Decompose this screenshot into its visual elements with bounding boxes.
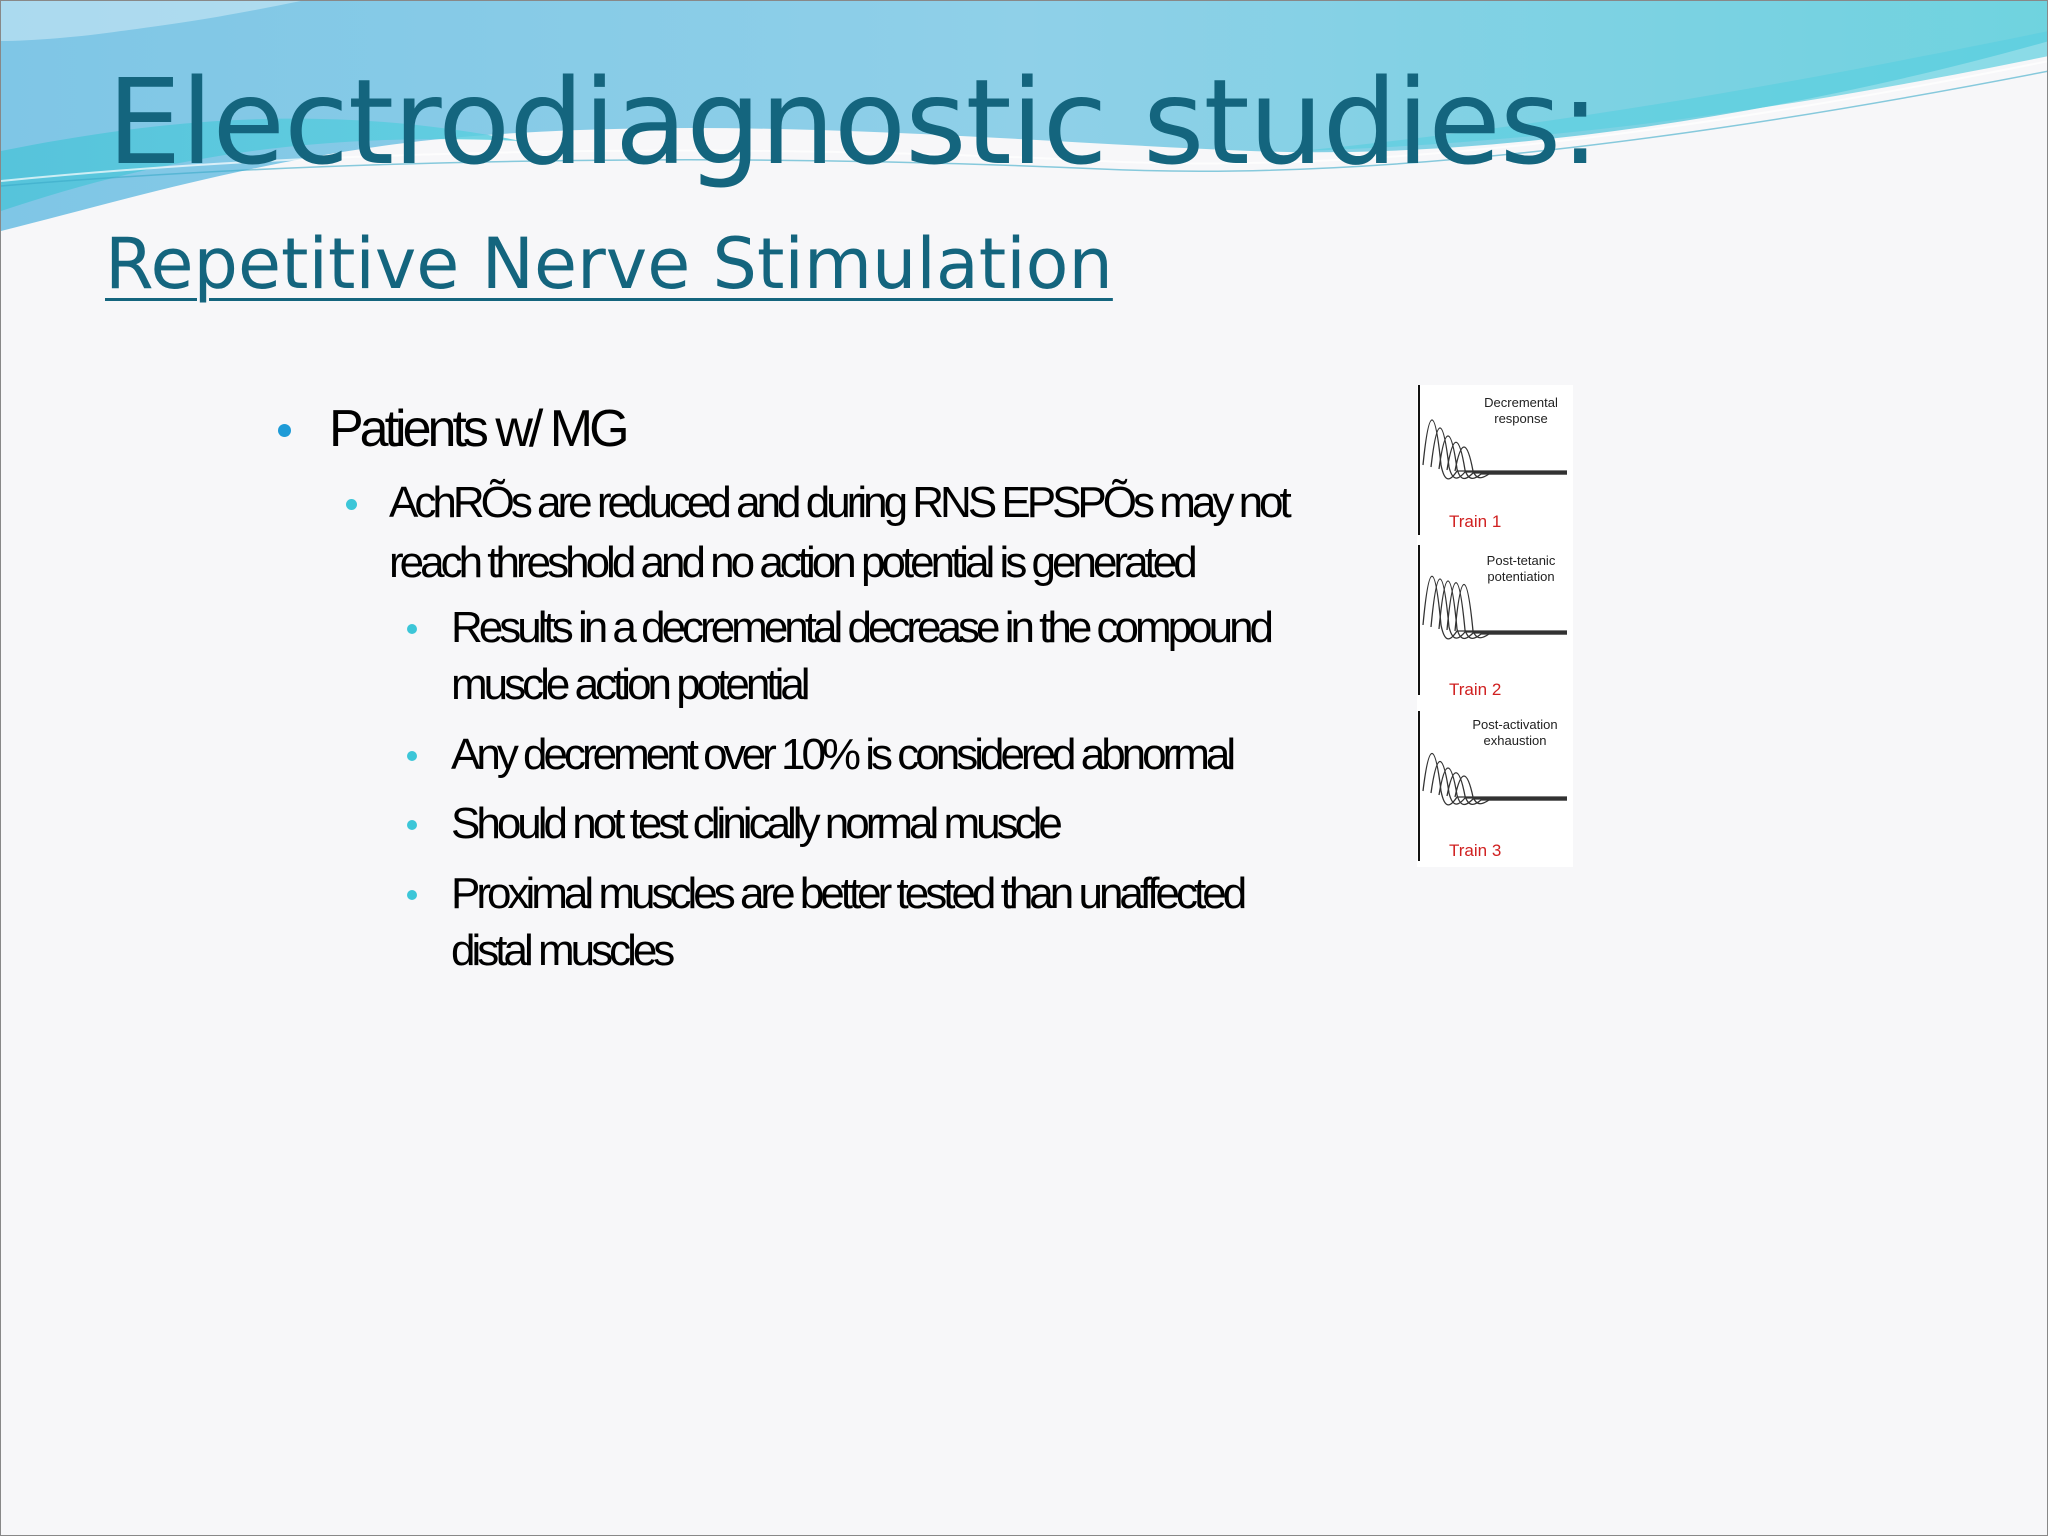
panel2-caption-line2: potentiation	[1487, 569, 1554, 584]
slide-subtitle: Repetitive Nerve Stimulation	[105, 223, 1113, 305]
bullet-dot-icon	[407, 751, 417, 761]
panel1-caption-line1: Decremental	[1484, 395, 1558, 410]
panel1-caption-line2: response	[1494, 411, 1547, 426]
bullet-proximal-line1: Proximal muscles are better tested than …	[451, 869, 1247, 918]
panel3-caption-line1: Post-activation	[1472, 717, 1557, 732]
slide-title: Electrodiagnostic studies:	[107, 53, 1600, 191]
bullet-proximal-line2: distal muscles	[451, 926, 675, 975]
bullet-dot-icon	[407, 624, 417, 634]
rns-trains-figure: Decremental response Train 1 Post-tetani…	[1417, 385, 1573, 867]
bullet-dot-icon	[278, 424, 291, 437]
bullet-decremental-line2: muscle action potential	[451, 660, 811, 709]
train-panel-1: Decremental response Train 1	[1418, 385, 1567, 535]
bullet-dot-icon	[346, 499, 357, 510]
train-panel-3: Post-activation exhaustion Train 3	[1418, 711, 1567, 861]
train-panel-2: Post-tetanic potentiation Train 2	[1418, 545, 1567, 699]
panel2-caption-line1: Post-tetanic	[1487, 553, 1556, 568]
bullet-dot-icon	[407, 890, 417, 900]
panel2-train-label: Train 2	[1449, 680, 1501, 699]
bullet-dot-icon	[407, 820, 417, 830]
bullet-decrement-10: Any decrement over 10% is considered abn…	[451, 730, 1236, 779]
panel3-train-label: Train 3	[1449, 841, 1501, 860]
bullet-patients-mg: Patients w/ MG	[329, 400, 630, 458]
panel3-caption-line2: exhaustion	[1484, 733, 1547, 748]
bullet-should-not-test: Should not test clinically normal muscle	[451, 799, 1063, 848]
panel1-train-label: Train 1	[1449, 512, 1501, 531]
header-wave-decoration	[1, 1, 2047, 231]
bullet-achr-line1: AchRÕs are reduced and during RNS EPSPÕs…	[389, 478, 1292, 527]
bullet-decremental-line1: Results in a decremental decrease in the…	[451, 603, 1274, 652]
bullet-achr-line2: reach threshold and no action potential …	[389, 538, 1198, 587]
